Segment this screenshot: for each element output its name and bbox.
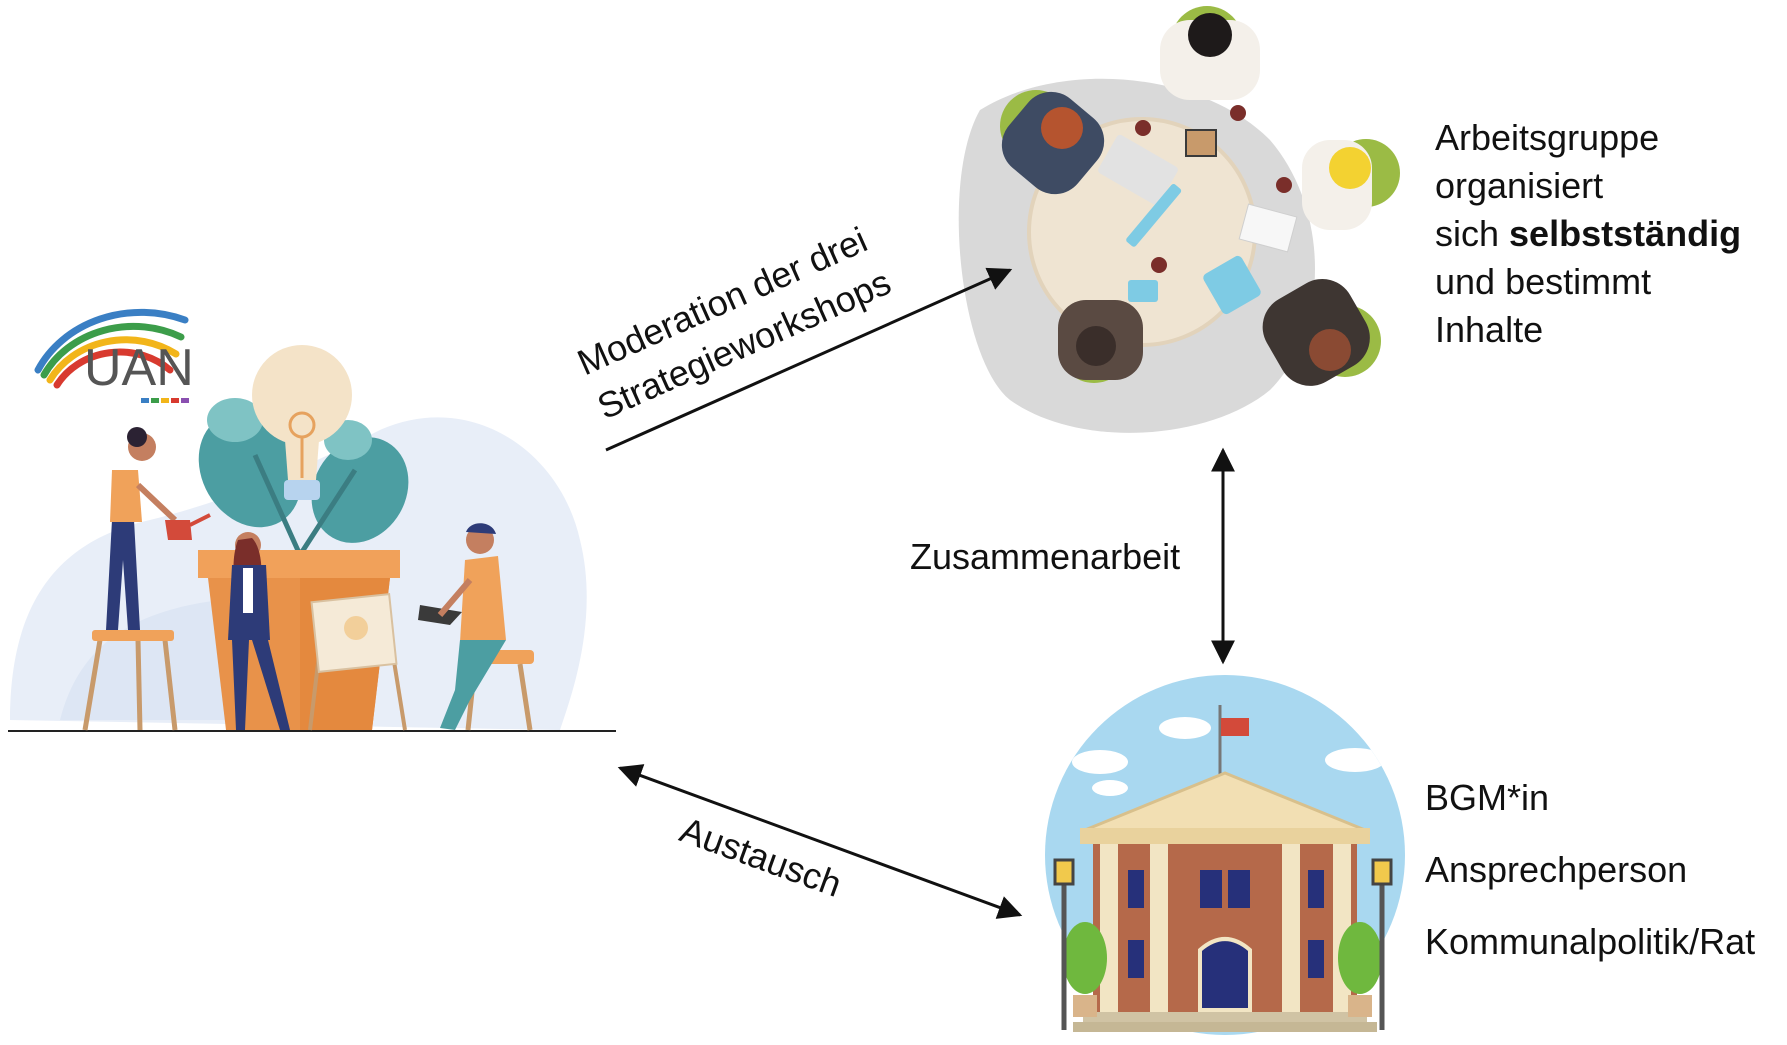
person-top-left [1001,91,1105,195]
door-icon [1198,937,1252,1012]
arbeitsgruppe-line5: Inhalte [1435,309,1544,350]
arbeitsgruppe-line2: organisiert [1435,165,1604,206]
arbeitsgruppe-line3-prefix: sich [1435,213,1510,254]
label-zusammenarbeit: Zusammenarbeit [910,536,1181,577]
gemeinde-role: Kommunalpolitik/Rat [1425,921,1756,962]
person-top [1160,13,1260,100]
lamp-icon [1053,858,1075,886]
tree-icon [1338,922,1382,994]
workshop-illustration: UAN [8,308,616,732]
gemeinde-roles: BGM*in Ansprechperson Kommunalpolitik/Ra… [1425,777,1755,993]
tree-icon [1063,922,1107,994]
arbeitsgruppe-line4: und bestimmt [1435,261,1652,302]
arbeitsgruppe-line3-bold: selbstständig [1509,213,1742,254]
arbeitsgruppe-line3: sich selbstständig [1435,210,1741,258]
meeting-illustration [958,6,1400,433]
uan-logo: UAN [34,308,194,403]
arbeitsgruppe-description: Arbeitsgruppe organisiert sich selbststä… [1435,114,1741,354]
gemeinde-role: BGM*in [1425,777,1550,818]
person-watering [82,427,211,731]
lightbulb-icon [252,345,352,500]
person-laptop [418,523,534,731]
gemeinde-role: Ansprechperson [1425,849,1688,890]
uan-logo-text: UAN [84,339,194,397]
lamp-icon [1371,858,1393,886]
arbeitsgruppe-line1: Arbeitsgruppe [1435,117,1660,158]
person-bottom-left [1058,300,1143,380]
person-presenting [228,532,290,730]
easel-icon [308,593,407,731]
arrow-moderation [605,267,1013,452]
flag-icon [1221,718,1249,736]
person-bottom-right [1262,279,1370,386]
arrow-austausch [617,764,1023,919]
town-hall-illustration [1045,675,1405,1035]
person-right [1302,140,1372,230]
